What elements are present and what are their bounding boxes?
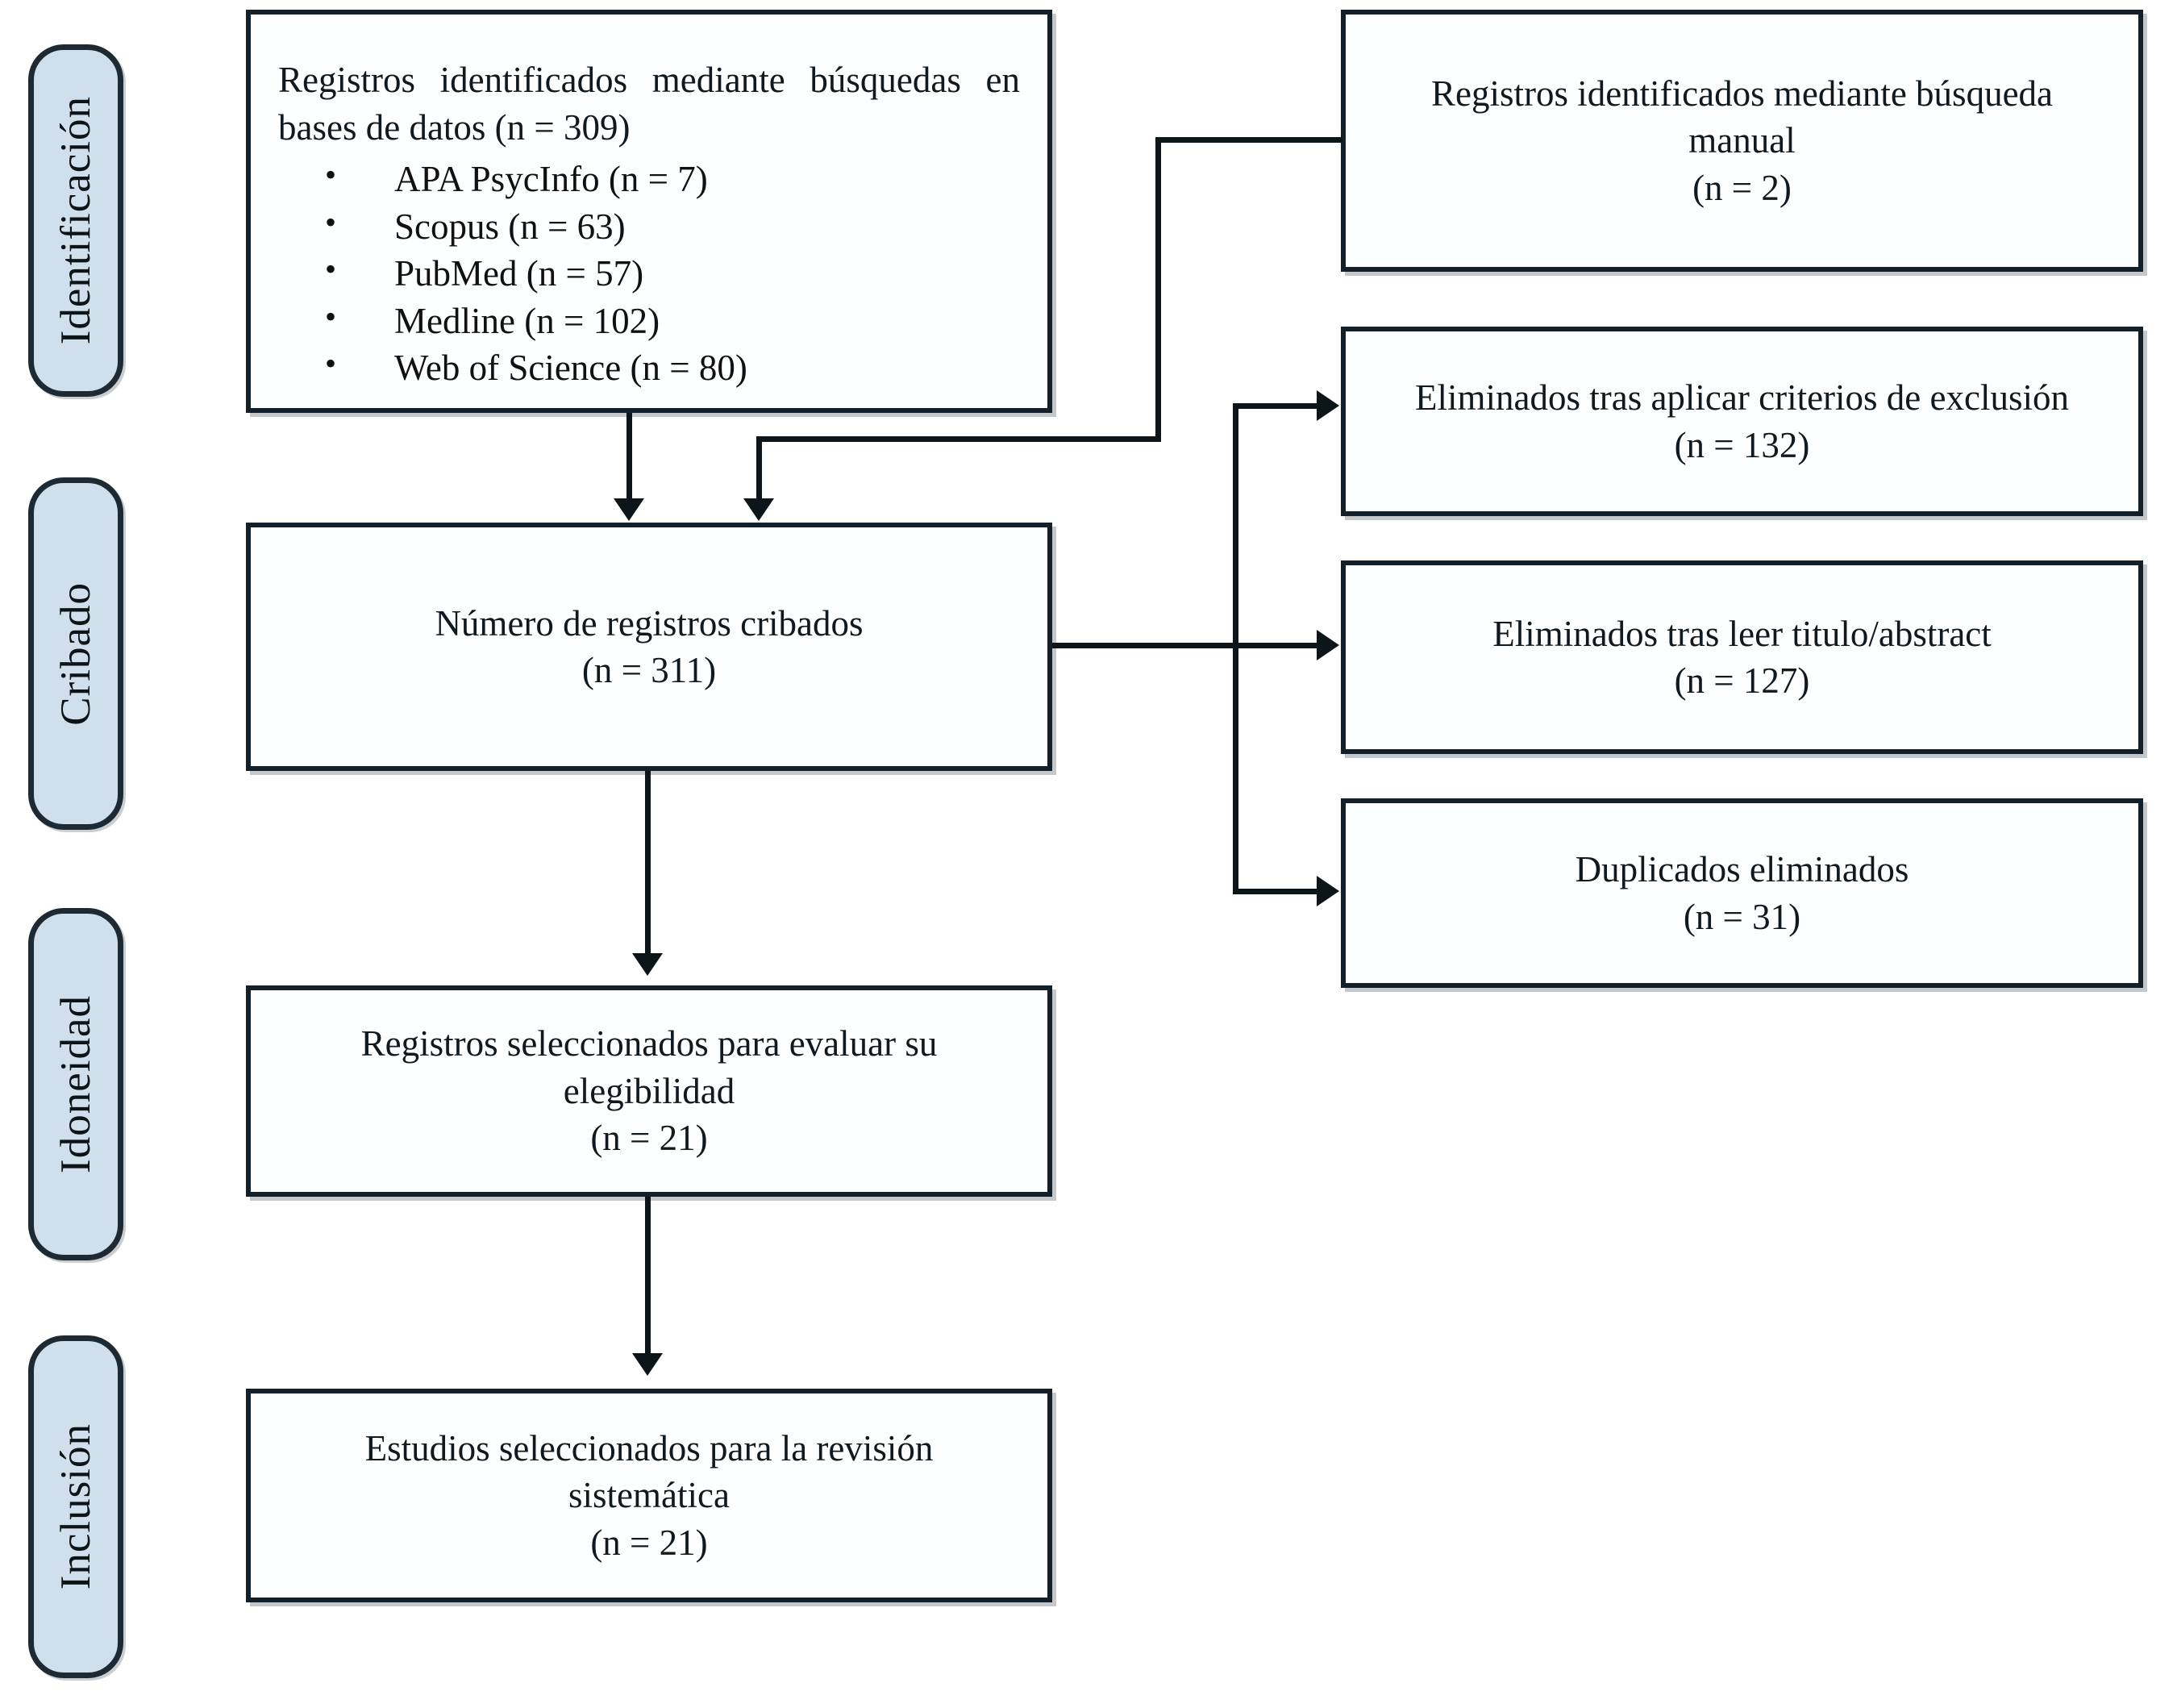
connector-spine-to-duplicates (1233, 889, 1322, 894)
excluded-criteria-line-1: Eliminados tras aplicar criterios de exc… (1415, 377, 2069, 418)
box-assessed-eligibility: Registros seleccionados para evaluar su … (246, 985, 1052, 1197)
stage-label-idoneidad: Idoneidad (28, 908, 123, 1260)
stage-label-text: Cribado (52, 581, 99, 726)
eligibility-line-2: elegibilidad (563, 1070, 735, 1111)
arrow-to-excluded-criteria (1317, 390, 1339, 421)
arrow-manual-to-screened (743, 498, 774, 521)
excluded-title-abstract-count: (n = 127) (1674, 660, 1810, 701)
stage-label-identificacion: Identificación (28, 44, 123, 397)
included-line-1: Estudios seleccionados para la revisión (364, 1427, 934, 1468)
arrow-to-duplicates (1317, 876, 1339, 906)
box-records-screened: Número de registros cribados (n = 311) (246, 523, 1052, 771)
arrow-databases-to-screened (614, 498, 644, 521)
excluded-title-abstract-line-1: Eliminados tras leer titulo/abstract (1492, 613, 1992, 654)
eligibility-count: (n = 21) (590, 1118, 708, 1159)
list-item: Medline (n = 102) (325, 296, 1047, 345)
arrow-eligibility-to-included (632, 1353, 663, 1376)
stage-label-cribado: Cribado (28, 477, 123, 830)
included-line-2: sistemática (568, 1475, 730, 1516)
excluded-criteria-count: (n = 132) (1674, 424, 1810, 465)
eligibility-line-1: Registros seleccionados para evaluar su (360, 1023, 938, 1064)
arrow-to-excluded-title-abstract (1317, 630, 1339, 660)
connector-spine-to-criteria (1233, 403, 1322, 409)
box-studies-included: Estudios seleccionados para la revisión … (246, 1389, 1052, 1602)
connector-manual-v2 (756, 436, 762, 503)
screened-line-1: Número de registros cribados (435, 602, 864, 644)
list-item: PubMed (n = 57) (325, 248, 1047, 298)
box-records-identified-databases: Registros identificados mediante búsqued… (246, 10, 1052, 413)
list-item: Web of Science (n = 80) (325, 343, 1047, 392)
arrow-screened-to-eligibility (632, 953, 663, 976)
stage-label-text: Idoneidad (52, 995, 99, 1173)
databases-line-1: Registros identificados mediante búsqued… (278, 60, 1020, 100)
box-records-identified-manual: Registros identificados mediante búsqued… (1341, 10, 2143, 272)
screened-count: (n = 311) (581, 650, 717, 690)
database-source-list: APA PsycInfo (n = 7) Scopus (n = 63) Pub… (251, 154, 1047, 392)
connector-eligibility-to-included (645, 1197, 651, 1358)
box-excluded-title-abstract: Eliminados tras leer titulo/abstract (n … (1341, 560, 2143, 754)
stage-label-text: Identificación (52, 96, 99, 345)
duplicates-line-1: Duplicados eliminados (1575, 849, 1909, 889)
connector-manual-h2 (756, 436, 1161, 442)
connector-databases-to-screened (626, 413, 632, 503)
connector-screened-to-spine (1052, 643, 1238, 648)
list-item: Scopus (n = 63) (325, 202, 1047, 251)
stage-label-inclusion: Inclusión (28, 1335, 123, 1678)
stage-label-text: Inclusión (52, 1423, 99, 1590)
connector-manual-h1 (1155, 137, 1342, 143)
databases-line-2: bases de datos (n = 309) (278, 106, 631, 148)
box-excluded-criteria: Eliminados tras aplicar criterios de exc… (1341, 327, 2143, 516)
included-count: (n = 21) (590, 1522, 708, 1563)
connector-manual-v1 (1155, 137, 1161, 442)
box-duplicates-removed: Duplicados eliminados (n = 31) (1341, 798, 2143, 988)
manual-line-2: manual (1688, 120, 1796, 161)
list-item: APA PsycInfo (n = 7) (325, 154, 1047, 203)
connector-spine-to-title-abstract (1233, 643, 1322, 648)
connector-screened-to-eligibility (645, 771, 651, 958)
duplicates-count: (n = 31) (1683, 896, 1801, 937)
manual-count: (n = 2) (1692, 167, 1792, 208)
manual-line-1: Registros identificados mediante búsqued… (1430, 73, 2054, 114)
